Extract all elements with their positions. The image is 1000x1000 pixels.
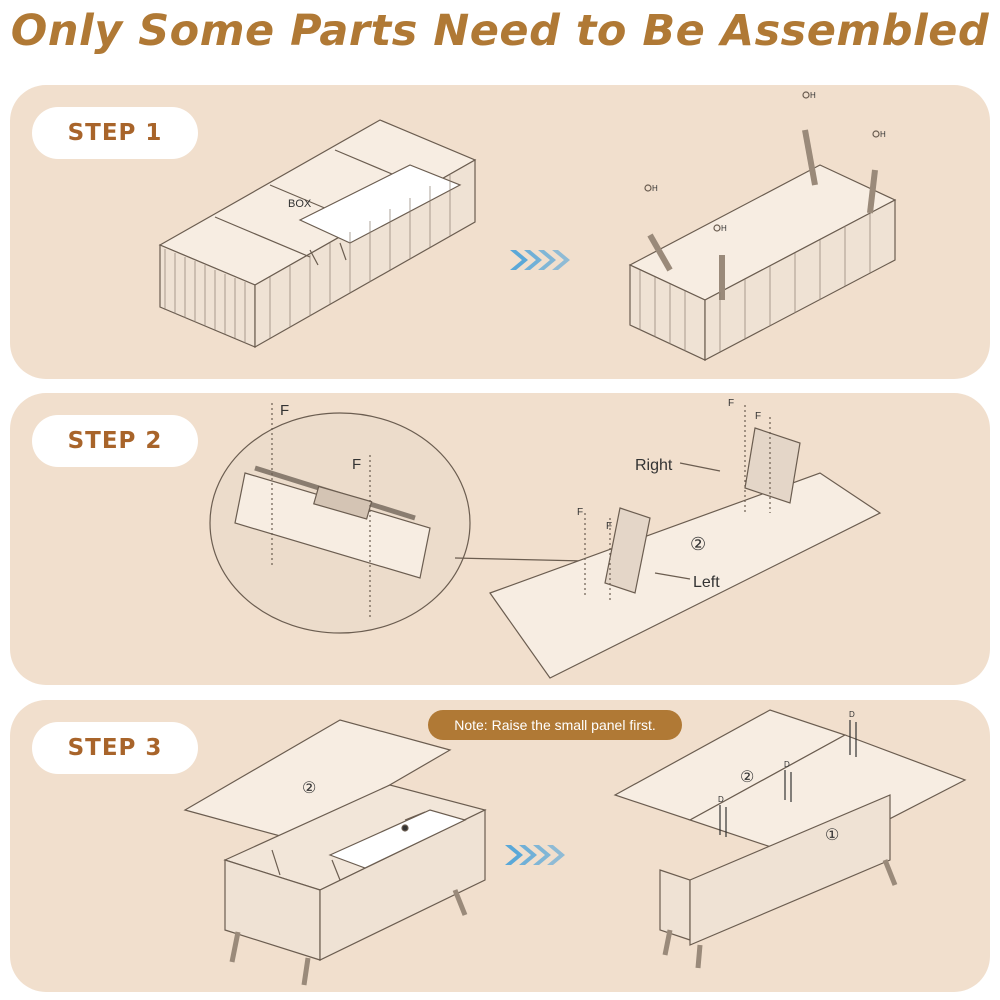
box-label: BOX: [288, 198, 312, 210]
screw-label-d: D: [784, 760, 790, 769]
panel-number: ②: [690, 534, 706, 554]
step-3-label: STEP 3: [32, 722, 198, 774]
screw-label-h: H: [652, 184, 658, 193]
flipped-box-drawing: [628, 91, 897, 361]
note-badge: Note: Raise the small panel first.: [428, 710, 682, 740]
step-1-label: STEP 1: [32, 107, 198, 159]
step-1-panel: STEP 1: [10, 85, 990, 379]
right-hinge-label: Right: [635, 457, 673, 474]
page-title: Only Some Parts Need to Be Assembled: [10, 6, 990, 56]
screw-label-h: H: [880, 130, 886, 139]
step-2-panel: STEP 2 F F F F F F Right Left ②: [10, 393, 990, 685]
step-3-panel: STEP 3 Note: Raise the small panel first…: [10, 700, 990, 992]
lifted-top-drawing: [183, 719, 452, 841]
screw-label-f: F: [606, 521, 612, 532]
step-2-illustration: F F F F F F Right Left ②: [209, 398, 882, 679]
panel-number-2: ②: [302, 780, 316, 797]
screw-label-f: F: [728, 398, 734, 409]
screw-label-f: F: [577, 507, 583, 518]
tabletop-drawing: [489, 472, 882, 679]
storage-box-drawing: [158, 119, 477, 349]
screw-label-d: D: [718, 795, 724, 804]
screw-label-h: H: [810, 91, 816, 100]
screw-label-d: D: [849, 710, 855, 719]
screw-label-f: F: [280, 402, 289, 419]
arrow-icon: [510, 250, 570, 270]
panel-number-1: ①: [825, 827, 839, 844]
step-2-label: STEP 2: [32, 415, 198, 467]
panel-number-2: ②: [740, 769, 754, 786]
step-3-illustration: ② ② ① D D D: [183, 709, 967, 986]
screw-label-f: F: [352, 456, 361, 473]
left-hinge-label: Left: [693, 574, 720, 591]
screw-label-h: H: [721, 224, 727, 233]
screw-label-f: F: [755, 411, 761, 422]
step-1-illustration: BOX H H H H: [158, 91, 897, 361]
arrow-icon: [505, 845, 565, 865]
